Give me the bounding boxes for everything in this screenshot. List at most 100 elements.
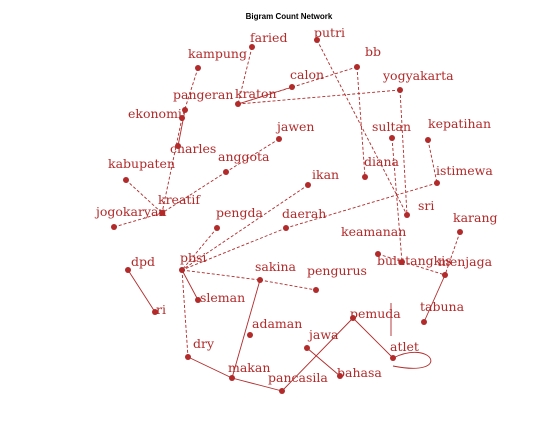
node-jawa: jawa (304, 327, 339, 351)
node-dot-calon (289, 84, 295, 90)
edge-jawa-bahasa (306, 347, 341, 377)
edge-dpd-ri (127, 269, 156, 313)
node-kampung: kampung (188, 46, 247, 71)
edge-daerah-pbsi (181, 227, 287, 271)
edge-pbsi-sleman (181, 269, 199, 301)
edge-karang-menjaga (444, 231, 461, 276)
edge-layer (113, 39, 461, 392)
node-faried: faried (249, 30, 287, 50)
node-dot-pangeran (182, 107, 188, 113)
node-dot-adaman (247, 332, 253, 338)
diagram-title: Bigram Count Network (246, 12, 333, 21)
node-dot-tabuna (421, 319, 427, 325)
node-label-calon: calon (290, 67, 324, 82)
node-dot-kabupaten (123, 177, 129, 183)
node-label-kepatihan: kepatihan (428, 116, 491, 131)
node-dot-anggota (223, 169, 229, 175)
node-label-dry: dry (193, 336, 215, 351)
edge-jogokaryan-kreatif (113, 212, 163, 228)
node-pengda: pengda (214, 205, 263, 231)
node-label-anggota: anggota (218, 149, 270, 164)
edge-yogyakarta-kraton (237, 89, 401, 105)
node-karang: karang (453, 210, 498, 235)
node-dot-ri (152, 309, 158, 315)
node-sultan: sultan (372, 119, 411, 141)
node-label-sakina: sakina (255, 259, 296, 274)
node-menjaga: menjaga (438, 254, 493, 278)
node-dot-putri (314, 37, 320, 43)
edge-bb-kraton (237, 66, 358, 105)
node-label-pbsi: pbsi (180, 250, 206, 265)
node-label-bulutangkis: bulutangkis (377, 253, 452, 268)
node-pbsi: pbsi (179, 250, 206, 273)
node-bb: bb (354, 44, 381, 70)
node-adaman: adaman (247, 316, 302, 338)
node-label-charles: charles (170, 141, 216, 156)
node-dry: dry (185, 336, 215, 360)
node-label-sultan: sultan (372, 119, 411, 134)
node-sleman: sleman (195, 290, 245, 305)
edge-pbsi-dry (181, 269, 189, 358)
node-label-kraton: kraton (235, 86, 277, 101)
edge-kepatihan-istimewa (427, 139, 438, 184)
node-dot-pbsi (179, 267, 185, 273)
node-dot-daerah (283, 225, 289, 231)
edge-istimewa-daerah (285, 182, 438, 229)
edge-sakina-makan (231, 279, 261, 379)
node-label-dpd: dpd (131, 254, 155, 269)
edge-pbsi-sakina (181, 269, 261, 281)
node-label-pangeran: pangeran (173, 87, 233, 102)
node-dpd: dpd (125, 254, 155, 273)
edge-pengda-pbsi (181, 227, 218, 271)
node-jogokaryan: jogokaryan (94, 204, 167, 230)
node-calon: calon (289, 67, 324, 90)
node-makan: makan (228, 360, 270, 381)
edge-putri-sri (316, 39, 408, 216)
node-dot-keamanan (375, 251, 381, 257)
node-label-makan: makan (228, 360, 270, 375)
node-keamanan: keamanan (341, 224, 406, 257)
node-label-pancasila: pancasila (268, 370, 328, 385)
node-dot-ekonomi (179, 115, 185, 121)
node-sri: sri (404, 198, 434, 218)
node-label-jawa: jawa (307, 327, 339, 342)
node-dot-sakina (257, 277, 263, 283)
node-pancasila: pancasila (268, 370, 328, 394)
node-kreatif: kreatif (158, 192, 201, 216)
node-pemuda: pemuda (350, 306, 401, 321)
node-dot-pengurus (313, 287, 319, 293)
node-label-tabuna: tabuna (420, 299, 465, 314)
node-dot-ikan (305, 182, 311, 188)
node-label-jawen: jawen (275, 119, 314, 134)
node-label-keamanan: keamanan (341, 224, 406, 239)
node-kraton: kraton (235, 86, 277, 107)
node-label-karang: karang (453, 210, 498, 225)
node-dot-bulutangkis (399, 259, 405, 265)
node-ekonomi: ekonomi (128, 106, 185, 121)
node-dot-dpd (125, 267, 131, 273)
edge-keamanan-menjaga (377, 253, 446, 276)
node-label-ekonomi: ekonomi (128, 106, 182, 121)
node-diana: diana (362, 154, 400, 180)
node-istimewa: istimewa (434, 163, 493, 186)
node-bahasa: bahasa (337, 365, 382, 380)
node-label-menjaga: menjaga (438, 254, 493, 269)
node-label-bb: bb (365, 44, 381, 59)
node-dot-istimewa (434, 180, 440, 186)
node-label-putri: putri (314, 25, 345, 40)
node-label-diana: diana (364, 154, 400, 169)
edge-menjaga-tabuna (423, 274, 446, 323)
node-kepatihan: kepatihan (425, 116, 491, 143)
node-kabupaten: kabupaten (108, 156, 175, 183)
edge-makan-pancasila (231, 377, 283, 392)
node-label-bahasa: bahasa (337, 365, 382, 380)
edge-kabupaten-kreatif (125, 179, 163, 214)
node-dot-kepatihan (425, 137, 431, 143)
node-jawen: jawen (275, 119, 314, 142)
node-label-kabupaten: kabupaten (108, 156, 175, 171)
node-label-ri: ri (156, 302, 166, 317)
node-label-kreatif: kreatif (158, 192, 201, 207)
edge-jawen-anggota (225, 138, 280, 173)
node-ri: ri (152, 302, 166, 317)
